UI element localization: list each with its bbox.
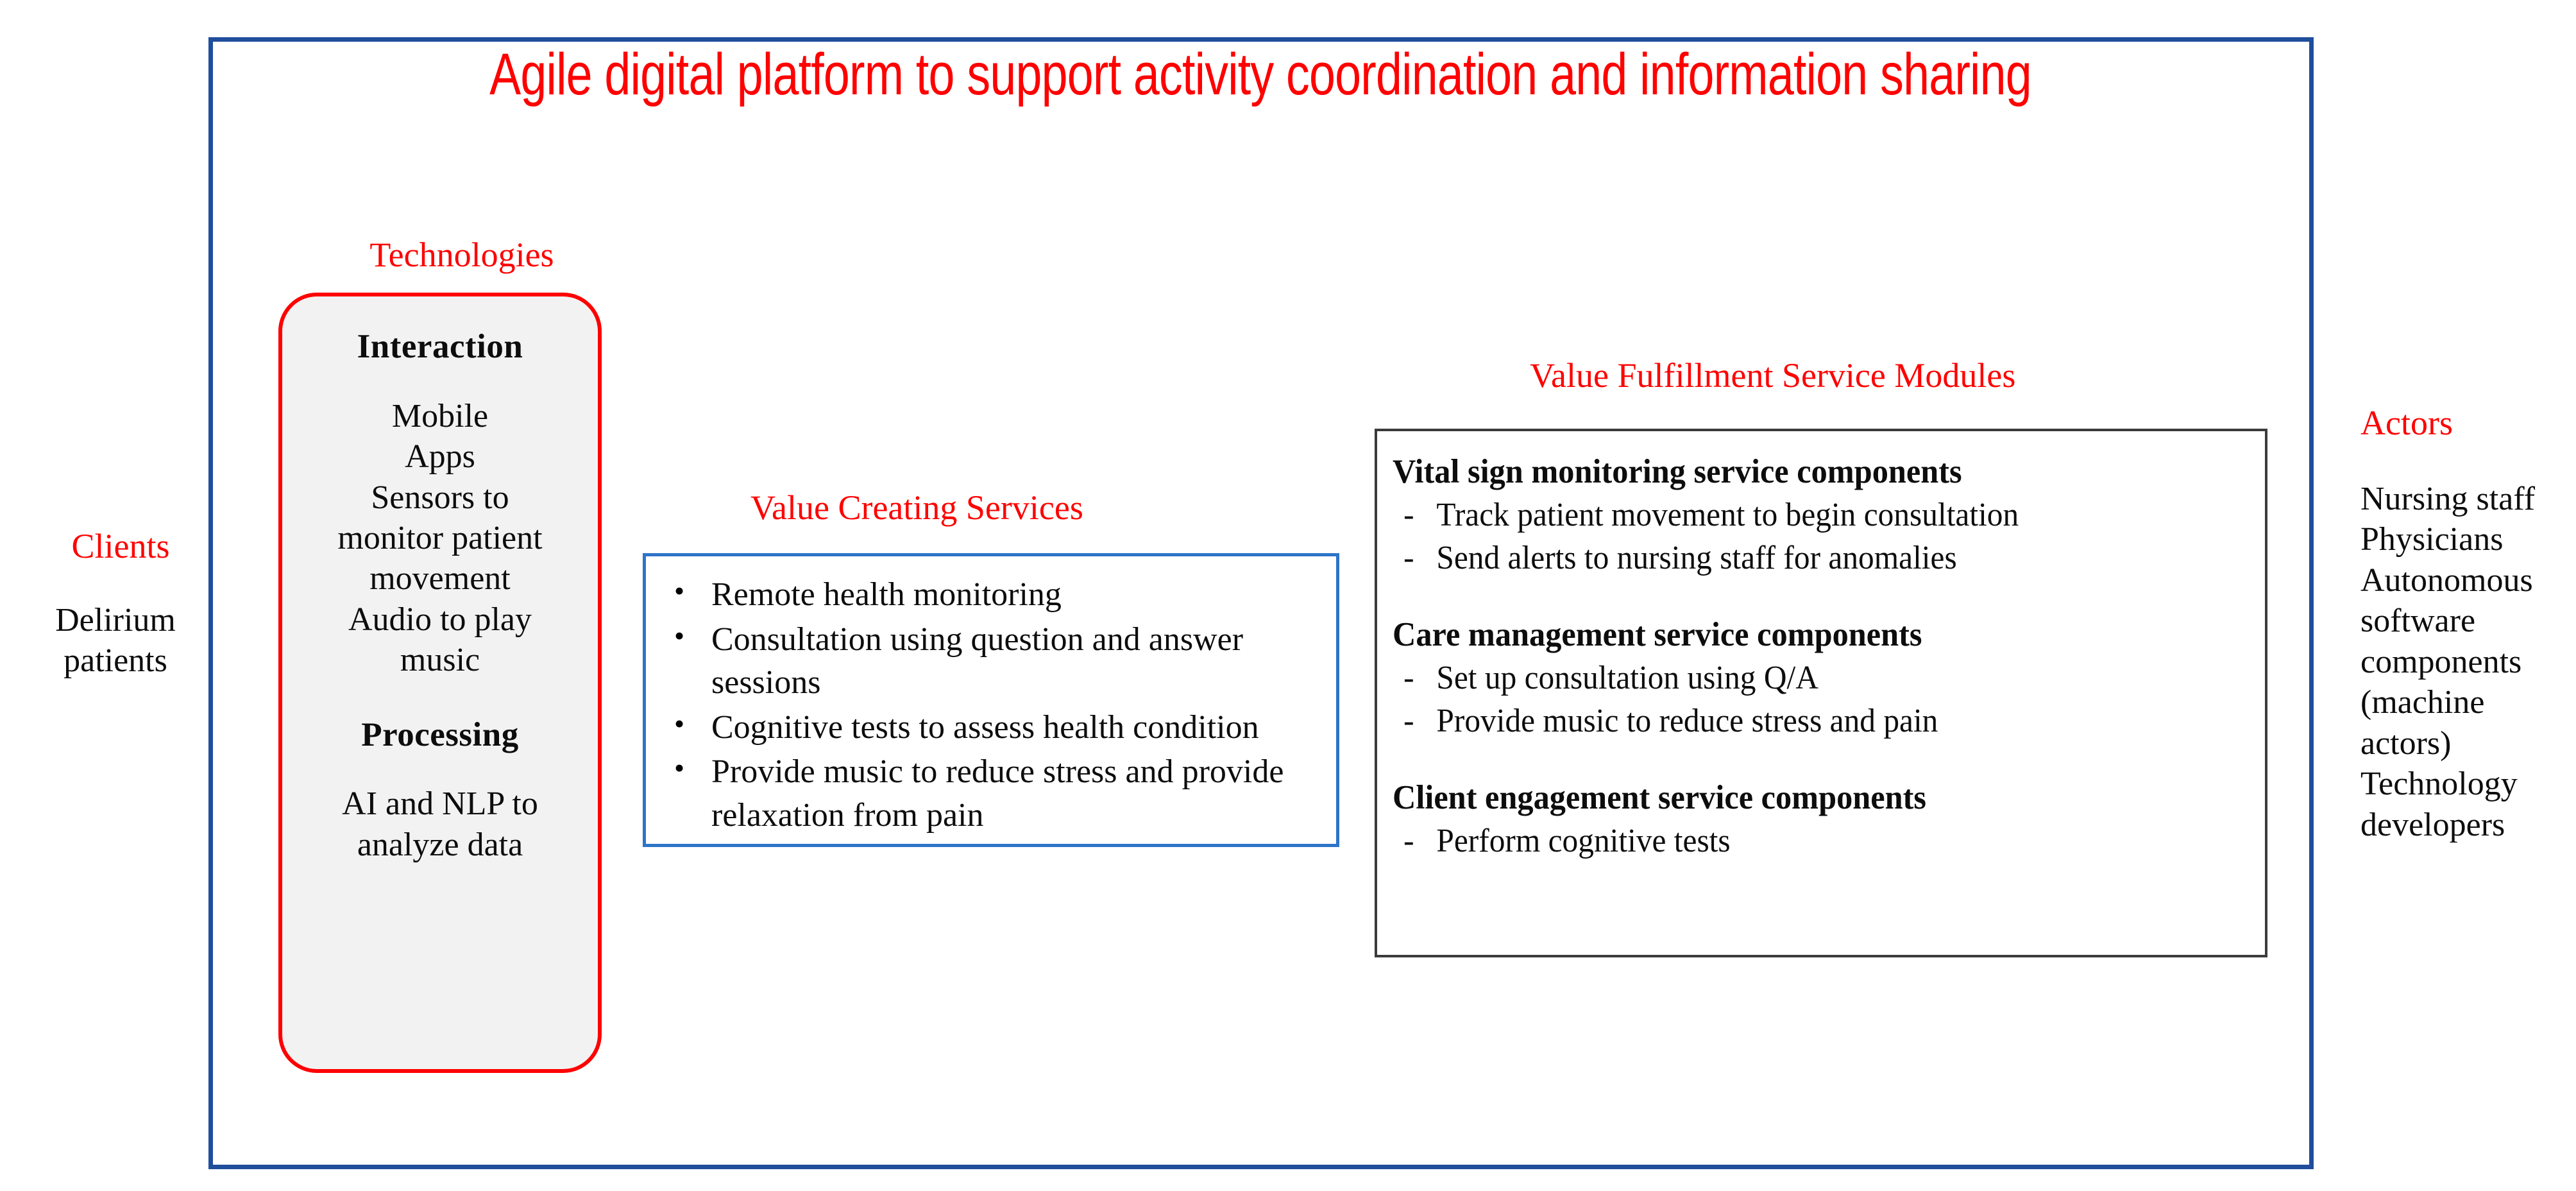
group-heading: Client engagement service components [1393,778,1927,816]
technologies-label: Technologies [369,236,554,274]
processing-item: analyze data [357,826,523,863]
interaction-item: music [400,642,480,679]
group-item: Send alerts to nursing staff for anomali… [1393,536,2209,580]
actors-list-item: Autonomous [2360,561,2533,599]
value-creating-services-box: Remote health monitoring Consultation us… [643,553,1339,847]
page-title: Agile digital platform to support activi… [489,42,2032,107]
clients-list: Delirium patients [19,600,212,681]
interaction-item: movement [369,560,511,597]
group-heading: Vital sign monitoring service components [1393,453,1962,490]
interaction-item: Audio to play [348,601,532,638]
actors-list-item: Physicians [2360,521,2504,558]
actors-list-item: Nursing staff [2360,481,2536,517]
actors-list-item: (machine [2360,684,2485,721]
value-creating-services-label: Value Creating Services [750,488,1083,527]
service-component-group: Client engagement service components Per… [1393,776,2252,862]
actors-list: Nursing staff Physicians Autonomous soft… [2360,479,2566,845]
interaction-item: Mobile [391,397,489,434]
clients-list-item: Delirium [55,602,176,638]
list-item: Remote health monitoring [674,572,1321,617]
value-creating-services-list: Remote health monitoring Consultation us… [663,572,1321,837]
interaction-item: Sensors to [371,479,509,516]
service-component-group: Care management service components Set u… [1393,613,2252,743]
interaction-item: monitor patient [337,519,543,556]
actors-list-item: developers [2360,806,2505,843]
group-item: Track patient movement to begin consulta… [1393,493,2209,537]
processing-heading: Processing [361,715,519,753]
group-item: Set up consultation using Q/A [1393,656,2209,700]
actors-list-item: actors) [2360,724,2452,762]
list-item: Cognitive tests to assess health conditi… [674,705,1321,750]
clients-label: Clients [71,527,170,565]
technologies-box: Interaction Mobile Apps Sensors to monit… [278,293,602,1073]
group-item: Perform cognitive tests [1393,819,2209,863]
interaction-item: Apps [405,438,475,476]
actors-list-item: components [2360,643,2522,680]
clients-list-item: patients [64,642,167,680]
technologies-spacer [282,681,598,714]
list-item: Provide music to reduce stress and provi… [674,749,1321,837]
group-item: Provide music to reduce stress and pain [1393,699,2209,743]
actors-list-item: software [2360,603,2476,640]
actors-label: Actors [2360,404,2453,442]
interaction-items: Mobile Apps Sensors to monitor patient m… [282,396,598,681]
group-heading: Care management service components [1393,615,1922,653]
interaction-heading: Interaction [357,328,523,365]
actors-list-item: Technology [2360,766,2518,803]
processing-item: AI and NLP to [342,785,538,823]
service-component-group: Vital sign monitoring service components… [1393,450,2252,580]
list-item: Consultation using question and answer s… [674,617,1321,705]
value-fulfillment-modules-box: Vital sign monitoring service components… [1375,429,2267,957]
value-fulfillment-modules-label: Value Fulfillment Service Modules [1530,356,2016,395]
processing-items: AI and NLP to analyze data [282,784,598,865]
